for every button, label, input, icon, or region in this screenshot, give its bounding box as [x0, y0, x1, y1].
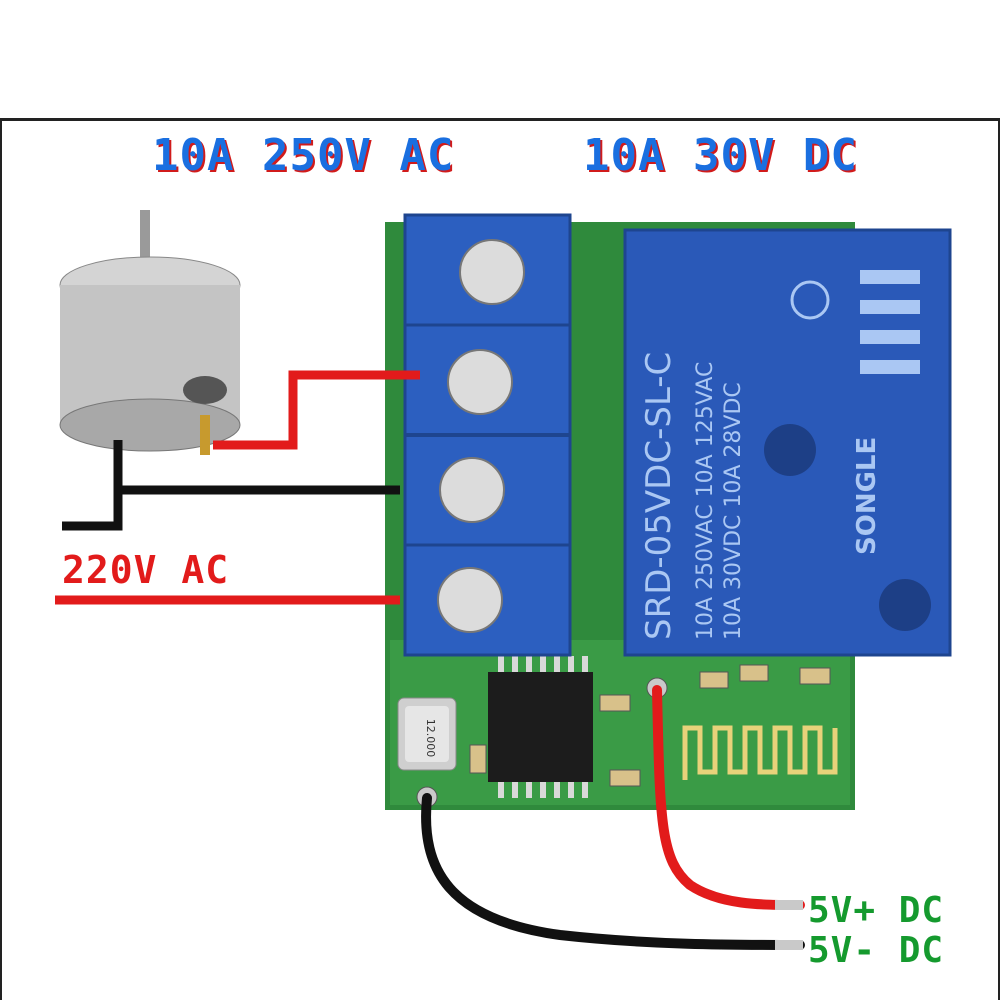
relay-dot-lower [879, 579, 931, 631]
frame-left-border [0, 118, 2, 1000]
relay-brand: SONGLE [852, 437, 882, 555]
dc-rating-heading: 10A 30V DC [583, 130, 858, 181]
relay-logo-mark [860, 270, 920, 374]
motor-red-wire [213, 370, 420, 450]
relay-dot-upper [764, 424, 816, 476]
supply-red-wire [652, 685, 805, 910]
motor-black-wire [62, 440, 123, 531]
supply-negative-label: 5V- DC [808, 930, 945, 971]
supply-black-wire-tip [775, 940, 803, 950]
screw-terminal-block [403, 213, 572, 657]
frame-right-border [998, 118, 1000, 1000]
relay-cert-circle [790, 280, 830, 320]
terminal-screw-3 [439, 457, 505, 523]
mains-voltage-label: 220V AC [62, 548, 230, 592]
relay-rating-line-1: 10A 250VAC 10A 125VAC [693, 362, 718, 640]
pcb-antenna [682, 725, 838, 780]
dc-wiring [421, 685, 805, 950]
relay-rating-line-2: 10A 30VDC 10A 28VDC [721, 382, 746, 640]
dc-motor [59, 210, 241, 455]
crystal-marking: 12.000 [424, 719, 437, 758]
terminal-screw-2 [447, 349, 513, 415]
terminal-screw-1 [459, 239, 525, 305]
supply-red-wire-tip [775, 900, 803, 910]
ac-rating-heading: 10A 250V AC [152, 130, 455, 181]
ac-wiring [55, 370, 420, 605]
supply-black-wire [421, 793, 805, 950]
relay-component: SRD-05VDC-SL-C 10A 250VAC 10A 125VAC 10A… [623, 228, 952, 657]
smd-components [469, 664, 831, 787]
frame-top-border [0, 118, 1000, 121]
relay-model-text: SRD-05VDC-SL-C [639, 352, 679, 640]
ic-chip [488, 656, 593, 798]
supply-positive-label: 5V+ DC [808, 890, 945, 931]
terminal-screw-4 [437, 567, 503, 633]
